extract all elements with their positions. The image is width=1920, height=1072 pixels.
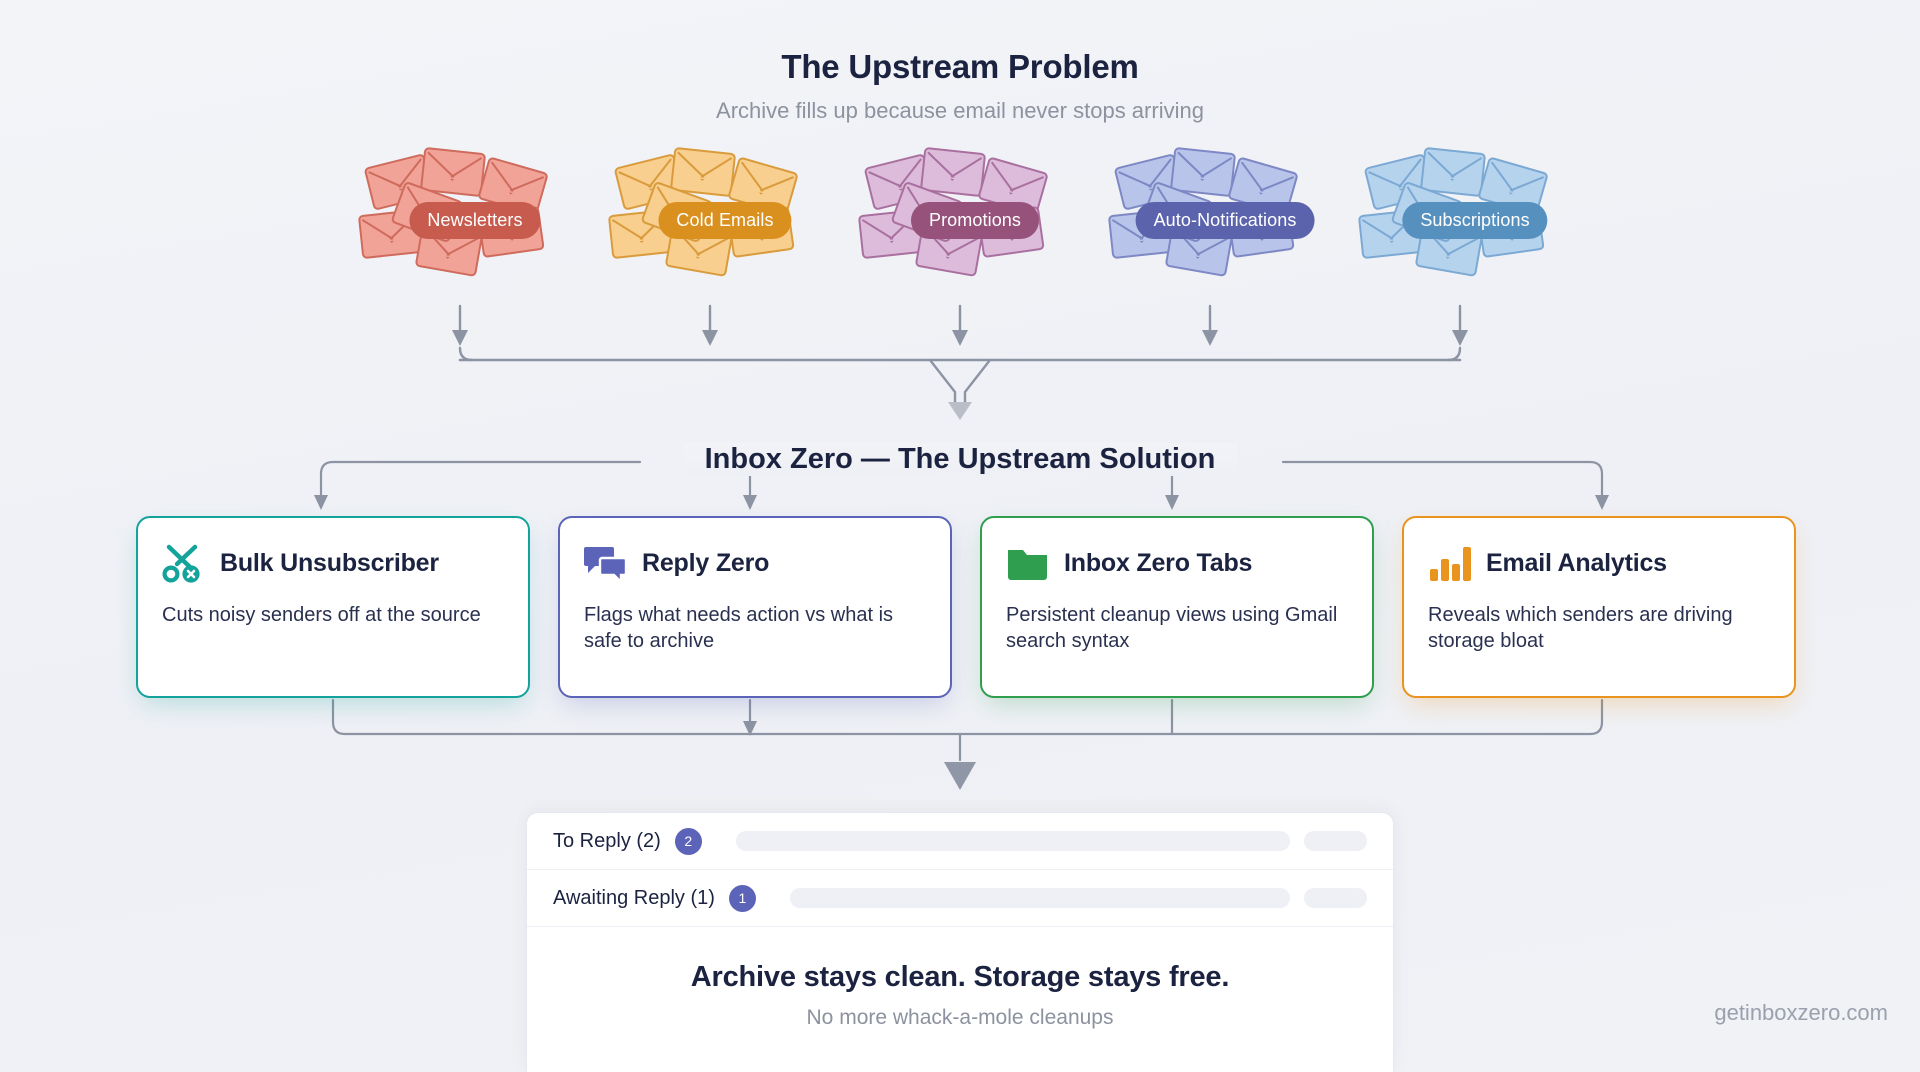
feature-card-description: Flags what needs action vs what is safe …: [584, 604, 894, 653]
feature-card-header: Inbox Zero Tabs: [1006, 540, 1348, 586]
feature-card-title: Inbox Zero Tabs: [1064, 548, 1253, 577]
email-cluster-promotions: Promotions: [857, 146, 1090, 290]
email-cluster-newsletters: Newsletters: [357, 146, 590, 290]
solution-heading-band: Inbox Zero — The Upstream Solution: [0, 443, 1920, 476]
solution-title: Inbox Zero — The Upstream Solution: [682, 443, 1238, 476]
feature-card-title: Email Analytics: [1486, 548, 1667, 577]
feature-card-description: Persistent cleanup views using Gmail sea…: [1006, 604, 1338, 653]
page-subtitle: Archive fills up because email never sto…: [716, 98, 1204, 123]
row-skeleton-bar: [735, 831, 1290, 851]
feature-card-header: Email Analytics: [1428, 540, 1770, 586]
feature-card-description: Reveals which senders are driving storag…: [1428, 604, 1733, 653]
email-cluster-subscriptions: Subscriptions: [1357, 146, 1590, 290]
feature-card-title: Bulk Unsubscriber: [220, 548, 439, 577]
cluster-label-pill: Promotions: [910, 202, 1040, 239]
cluster-label-pill: Subscriptions: [1402, 202, 1548, 239]
envelope-flap-icon: [733, 159, 796, 202]
row-label: Awaiting Reply (1): [553, 886, 715, 909]
bar-chart-icon: [1428, 542, 1472, 584]
envelope-flap-icon: [983, 159, 1046, 202]
inbox-preview-row[interactable]: To Reply (2) 2: [527, 813, 1393, 870]
envelope-flap-icon: [1173, 149, 1234, 183]
row-skeleton-bar: [789, 888, 1290, 908]
envelope-flap-icon: [1423, 149, 1484, 183]
envelope-flap-icon: [673, 149, 734, 183]
feature-card-header: Reply Zero: [584, 540, 926, 586]
email-cluster-auto-notifications: Auto-Notifications: [1107, 146, 1340, 290]
closing-subtitle: No more whack-a-mole cleanups: [806, 1006, 1114, 1029]
site-watermark: getinboxzero.com: [1714, 1000, 1888, 1025]
row-skeleton-tail: [1304, 888, 1367, 908]
page-title: The Upstream Problem: [781, 48, 1139, 85]
page-header: The Upstream Problem Archive fills up be…: [0, 48, 1920, 124]
folder-icon: [1006, 542, 1050, 584]
closing-message: Archive stays clean. Storage stays free.…: [527, 927, 1393, 1030]
envelope-flap-icon: [1233, 159, 1296, 202]
chat-bubbles-icon: [584, 542, 628, 585]
feature-card-header: Bulk Unsubscriber: [162, 540, 504, 586]
envelope-flap-icon: [1483, 159, 1546, 202]
envelope-flap-icon: [923, 149, 984, 183]
envelope-flap-icon: [483, 159, 546, 202]
row-label: To Reply (2): [553, 829, 661, 852]
row-count-badge: 1: [728, 884, 756, 912]
email-source-clusters: Newsletters Cold Emails Promotions Auto-Not…: [0, 146, 1920, 290]
email-cluster-cold-emails: Cold Emails: [607, 146, 840, 290]
feature-card-description: Cuts noisy senders off at the source: [162, 604, 481, 626]
row-count-badge: 2: [674, 827, 702, 855]
row-skeleton-tail: [1304, 831, 1367, 851]
closing-title: Archive stays clean. Storage stays free.: [690, 961, 1230, 993]
cluster-label-pill: Auto-Notifications: [1135, 202, 1315, 239]
envelope-flap-icon: [423, 149, 484, 183]
feature-card-title: Reply Zero: [642, 548, 770, 577]
cluster-label-pill: Newsletters: [409, 202, 541, 239]
inbox-preview-row[interactable]: Awaiting Reply (1) 1: [527, 870, 1393, 927]
cluster-label-pill: Cold Emails: [658, 202, 792, 239]
scissors-x-icon: [162, 542, 206, 584]
